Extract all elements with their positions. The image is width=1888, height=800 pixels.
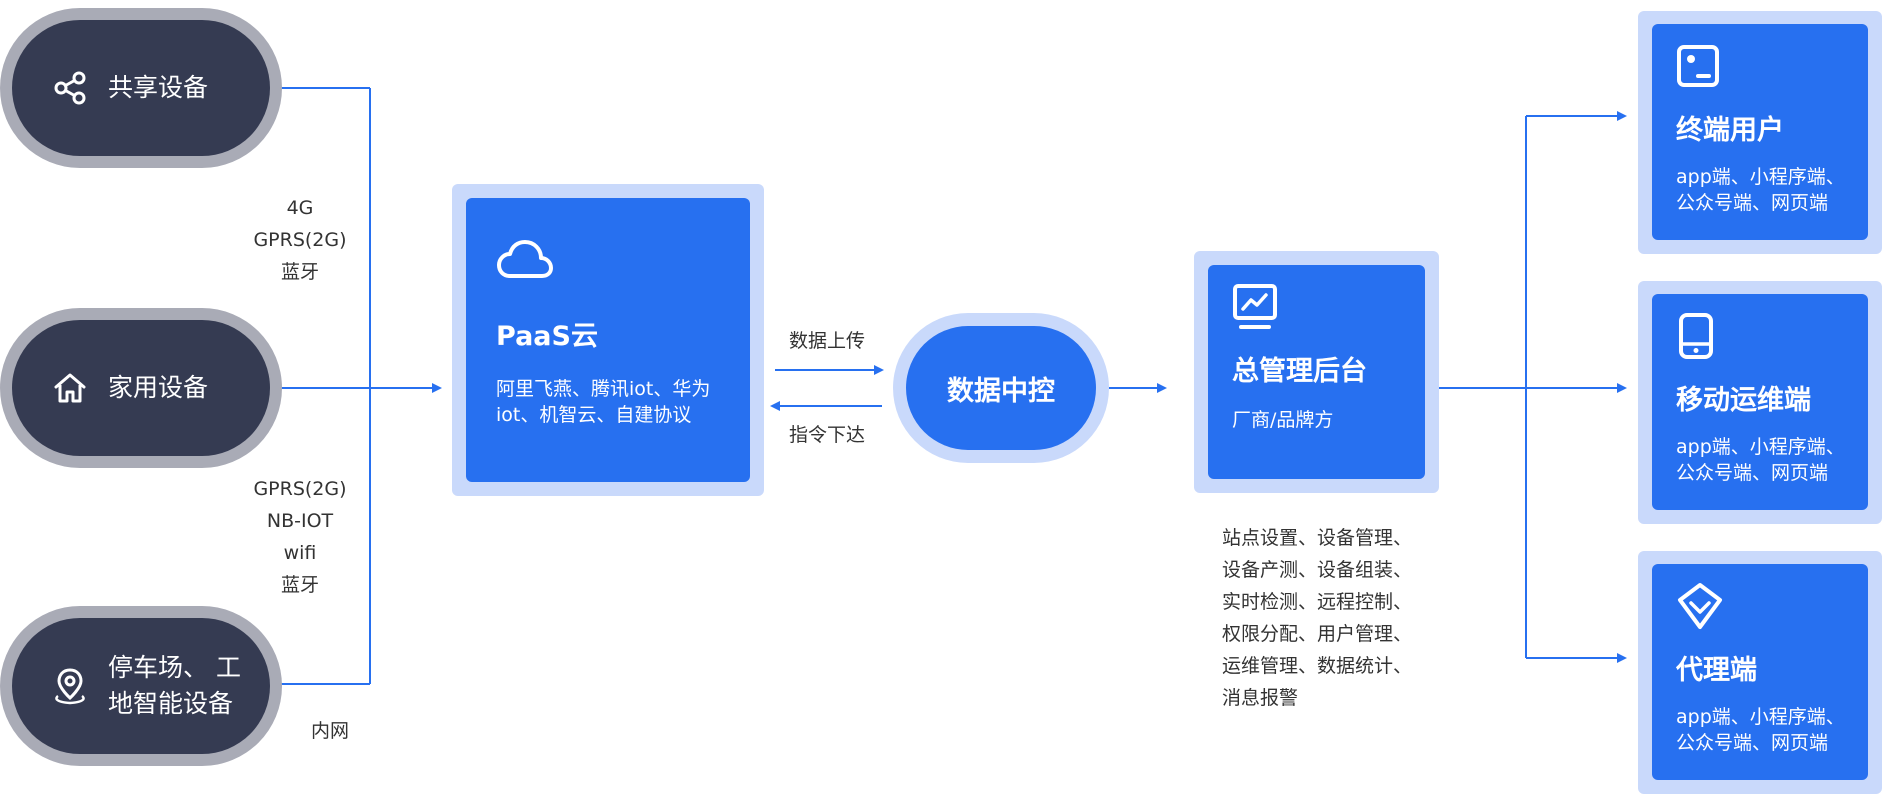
cloud-icon (496, 238, 554, 282)
device-label: 家用设备 (108, 372, 209, 402)
protocol-list-upper: 4G GPRS(2G) 蓝牙 (240, 192, 360, 288)
protocol-item: NB-IOT (266, 510, 334, 532)
paas-desc-line: iot、机智云、自建协议 (496, 404, 692, 426)
data-hub[interactable]: 数据中控 (906, 326, 1096, 450)
client-card-terminal[interactable]: 终端用户 app端、小程序端、 公众号端、网页端 (1652, 24, 1868, 240)
protocol-item: GPRS(2G) (253, 229, 347, 251)
paas-card[interactable]: PaaS云 阿里飞燕、腾讯iot、华为 iot、机智云、自建协议 (466, 198, 750, 482)
client-desc-line: app端、小程序端、 (1676, 166, 1845, 188)
feature-line: 权限分配、用户管理、 (1222, 623, 1413, 645)
protocol-item: 蓝牙 (280, 261, 319, 283)
admin-feature-list: 站点设置、设备管理、 设备产测、设备组装、 实时检测、远程控制、 权限分配、用户… (1222, 522, 1452, 714)
protocol-list-lower: GPRS(2G) NB-IOT wifi 蓝牙 (240, 473, 360, 601)
client-desc: app端、小程序端、 公众号端、网页端 (1676, 704, 1845, 756)
share-icon (48, 66, 92, 110)
feature-line: 消息报警 (1222, 687, 1299, 709)
client-desc-line: app端、小程序端、 (1676, 706, 1845, 728)
client-desc-line: 公众号端、网页端 (1676, 462, 1829, 484)
client-card-mobile[interactable]: 移动运维端 app端、小程序端、 公众号端、网页端 (1652, 294, 1868, 510)
paas-desc-line: 阿里飞燕、腾讯iot、华为 (496, 378, 711, 400)
feature-line: 设备产测、设备组装、 (1222, 559, 1413, 581)
device-label: 共享设备 (108, 72, 209, 102)
upload-label: 数据上传 (789, 330, 866, 352)
client-desc-line: 公众号端、网页端 (1676, 192, 1829, 214)
client-title: 终端用户 (1676, 115, 1784, 146)
device-shared[interactable]: 共享设备 (0, 8, 282, 168)
admin-desc: 厂商/品牌方 (1232, 409, 1334, 431)
location-pin-icon (48, 664, 92, 708)
protocol-item: wifi (283, 542, 317, 564)
mobile-icon (1676, 312, 1716, 360)
admin-card[interactable]: 总管理后台 厂商/品牌方 (1208, 265, 1425, 479)
protocol-item: GPRS(2G) (253, 478, 347, 500)
protocol-item: 4G (286, 197, 314, 219)
paas-title: PaaS云 (496, 321, 598, 352)
client-title: 代理端 (1676, 655, 1757, 686)
client-desc-line: app端、小程序端、 (1676, 436, 1845, 458)
client-title: 移动运维端 (1676, 385, 1811, 416)
monitor-chart-icon (1232, 283, 1278, 331)
client-desc: app端、小程序端、 公众号端、网页端 (1676, 434, 1845, 486)
home-icon (48, 366, 92, 410)
client-card-agent[interactable]: 代理端 app端、小程序端、 公众号端、网页端 (1652, 564, 1868, 780)
admin-title: 总管理后台 (1232, 356, 1367, 387)
download-label: 指令下达 (789, 424, 866, 446)
hub-label: 数据中控 (947, 375, 1055, 407)
client-desc-line: 公众号端、网页端 (1676, 732, 1829, 754)
client-desc: app端、小程序端、 公众号端、网页端 (1676, 164, 1845, 216)
feature-line: 站点设置、设备管理、 (1222, 527, 1413, 549)
device-parking[interactable]: 停车场、 工地智能设备 (0, 606, 282, 766)
paas-desc: 阿里飞燕、腾讯iot、华为 iot、机智云、自建协议 (496, 376, 736, 428)
device-label: 停车场、 工地智能设备 (108, 652, 241, 718)
feature-line: 运维管理、数据统计、 (1222, 655, 1413, 677)
diamond-badge-icon (1676, 582, 1724, 630)
device-home[interactable]: 家用设备 (0, 308, 282, 468)
terminal-icon (1676, 44, 1720, 88)
protocol-item: 蓝牙 (280, 574, 319, 596)
intranet-label: 内网 (311, 720, 350, 742)
feature-line: 实时检测、远程控制、 (1222, 591, 1413, 613)
